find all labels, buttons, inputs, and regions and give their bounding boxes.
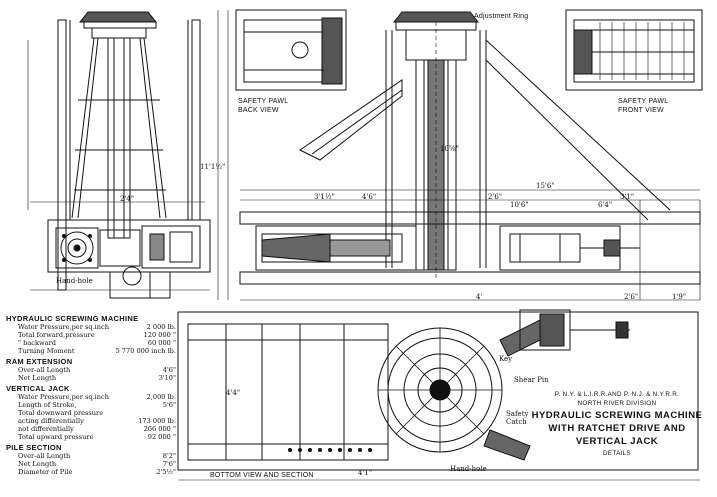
shear-pin-label: Shear Pin bbox=[514, 376, 549, 384]
spec-label: Net Length bbox=[18, 460, 57, 468]
spec-label: Water Pressure,per sq.inch bbox=[18, 393, 109, 401]
spec-value: 60 000 " bbox=[147, 339, 176, 347]
spec-value: 7'6" bbox=[162, 460, 176, 468]
safety-pawl-front-label-2: FRONT VIEW bbox=[618, 107, 664, 114]
dimension-label: 15'6" bbox=[536, 182, 555, 190]
dimension-label: 4'4" bbox=[226, 389, 241, 397]
dimension-label: 6'4" bbox=[598, 201, 613, 209]
dimension-label: 2'6" bbox=[488, 193, 503, 201]
spec-value: 92 000 " bbox=[147, 433, 176, 441]
spec-row: Net Length 3'10" bbox=[6, 374, 176, 382]
dimension-label: 3'1½" bbox=[314, 193, 335, 201]
hand-hole-top-label: Hand-hole bbox=[56, 277, 93, 285]
spec-row: Net Length 7'6" bbox=[6, 460, 176, 468]
dimension-label: 4'1" bbox=[358, 469, 373, 477]
spec-label: Diameter of Pile bbox=[18, 468, 73, 476]
spec-row: acting differentially 173 000 lb. bbox=[6, 417, 176, 425]
spec-label: Water Pressure,per sq.inch bbox=[18, 323, 109, 331]
horizontal-machine-view bbox=[239, 189, 701, 301]
spec-label: Total forward,pressure bbox=[18, 331, 95, 339]
division-line: NORTH RIVER DIVISION bbox=[577, 400, 657, 407]
dimension-label: 2'4" bbox=[120, 195, 135, 203]
left-elevation-view bbox=[27, 10, 229, 300]
safety-pawl-back-label-1: SAFETY PAWL bbox=[238, 98, 289, 105]
bottom-view-label: BOTTOM VIEW AND SECTION bbox=[210, 472, 314, 479]
vertical-jack-view bbox=[299, 11, 671, 280]
spec-row: Over-all Length 8'2" bbox=[6, 452, 176, 460]
spec-value: 266 000 " bbox=[143, 425, 176, 433]
spec-row: Total forward,pressure 120 000 " bbox=[6, 331, 176, 339]
railroads-line: P. N.Y. & L.I.R.R.AND P. N.J. & N.Y.R.R. bbox=[554, 391, 680, 398]
title-block: P. N.Y. & L.I.R.R.AND P. N.J. & N.Y.R.R.… bbox=[526, 391, 708, 457]
spec-section-heading: RAM EXTENSION bbox=[6, 357, 73, 366]
key-label: Key bbox=[499, 355, 513, 363]
spec-value: 173 000 lb. bbox=[138, 417, 176, 425]
spec-label: not differentially bbox=[18, 425, 74, 433]
spec-section-heading: HYDRAULIC SCREWING MACHINE bbox=[6, 314, 139, 323]
safety-pawl-back-label-2: BACK VIEW bbox=[238, 107, 279, 114]
dimension-label: 11'1½" bbox=[200, 163, 226, 171]
spec-row: Water Pressure,per sq.inch 2 000 lb. bbox=[6, 323, 176, 331]
spec-value: 5 770 000 inch lb. bbox=[115, 347, 176, 355]
spec-value: 2,000 lb. bbox=[146, 393, 176, 401]
spec-label: Over-all Length bbox=[18, 452, 71, 460]
spec-value: 3'10" bbox=[158, 374, 176, 382]
title-line-2: WITH RATCHET DRIVE AND bbox=[548, 423, 686, 434]
dimension-label: 10⅝" bbox=[440, 145, 459, 153]
dimension-label: 2'6" bbox=[624, 293, 639, 301]
safety-pawl-back-view bbox=[235, 9, 347, 91]
dimension-label: 3'1" bbox=[620, 193, 635, 201]
spec-row: Total downward pressure bbox=[6, 409, 176, 417]
spec-label: Length of Stroke, bbox=[18, 401, 77, 409]
spec-row: Over-all Length 4'6" bbox=[6, 366, 176, 374]
bottom-view-section bbox=[177, 309, 700, 481]
spec-label: Total upward pressure bbox=[18, 433, 94, 441]
safety-pawl-front-label-1: SAFETY PAWL bbox=[618, 98, 669, 105]
spec-section-heading: PILE SECTION bbox=[6, 443, 62, 452]
hand-hole-bottom-label: Hand-hole bbox=[450, 465, 487, 473]
dimension-label: 4'6" bbox=[362, 193, 377, 201]
spec-row: " backward 60 000 " bbox=[6, 339, 176, 347]
spec-value: 5'6" bbox=[162, 401, 176, 409]
spec-label: " backward bbox=[18, 339, 56, 347]
spec-label: Over-all Length bbox=[18, 366, 71, 374]
spec-value: 120 000 " bbox=[143, 331, 176, 339]
spec-label: Turning Moment bbox=[18, 347, 75, 355]
spec-row: Water Pressure,per sq.inch 2,000 lb. bbox=[6, 393, 176, 401]
spec-row: Total upward pressure 92 000 " bbox=[6, 433, 176, 441]
spec-value: 8'2" bbox=[162, 452, 176, 460]
spec-row: Diameter of Pile 2'5½" bbox=[6, 468, 176, 476]
spec-label: acting differentially bbox=[18, 417, 84, 425]
dimension-label: 10'6" bbox=[510, 201, 529, 209]
safety-catch-label-2: Catch bbox=[506, 418, 527, 426]
spec-row: Turning Moment 5 770 000 inch lb. bbox=[6, 347, 176, 355]
spec-row: Length of Stroke, 5'6" bbox=[6, 401, 176, 409]
spec-label: Net Length bbox=[18, 374, 57, 382]
spec-section-heading: VERTICAL JACK bbox=[6, 384, 70, 393]
spec-row: not differentially 266 000 " bbox=[6, 425, 176, 433]
spec-value: 4'6" bbox=[162, 366, 176, 374]
dimension-label: 1'9" bbox=[672, 293, 687, 301]
safety-pawl-front-view bbox=[565, 9, 703, 91]
title-line-1: HYDRAULIC SCREWING MACHINE bbox=[531, 410, 703, 421]
details-line: DETAILS bbox=[603, 450, 631, 457]
dimension-label: 4' bbox=[476, 293, 483, 301]
spec-value: 2 000 lb. bbox=[146, 323, 176, 331]
adjustment-ring-label: Adjustment Ring bbox=[474, 13, 529, 20]
title-line-3: VERTICAL JACK bbox=[575, 436, 659, 447]
spec-label: Total downward pressure bbox=[18, 409, 104, 417]
spec-value: 2'5½" bbox=[156, 468, 176, 476]
safety-catch-label-1: Safety bbox=[506, 410, 529, 418]
